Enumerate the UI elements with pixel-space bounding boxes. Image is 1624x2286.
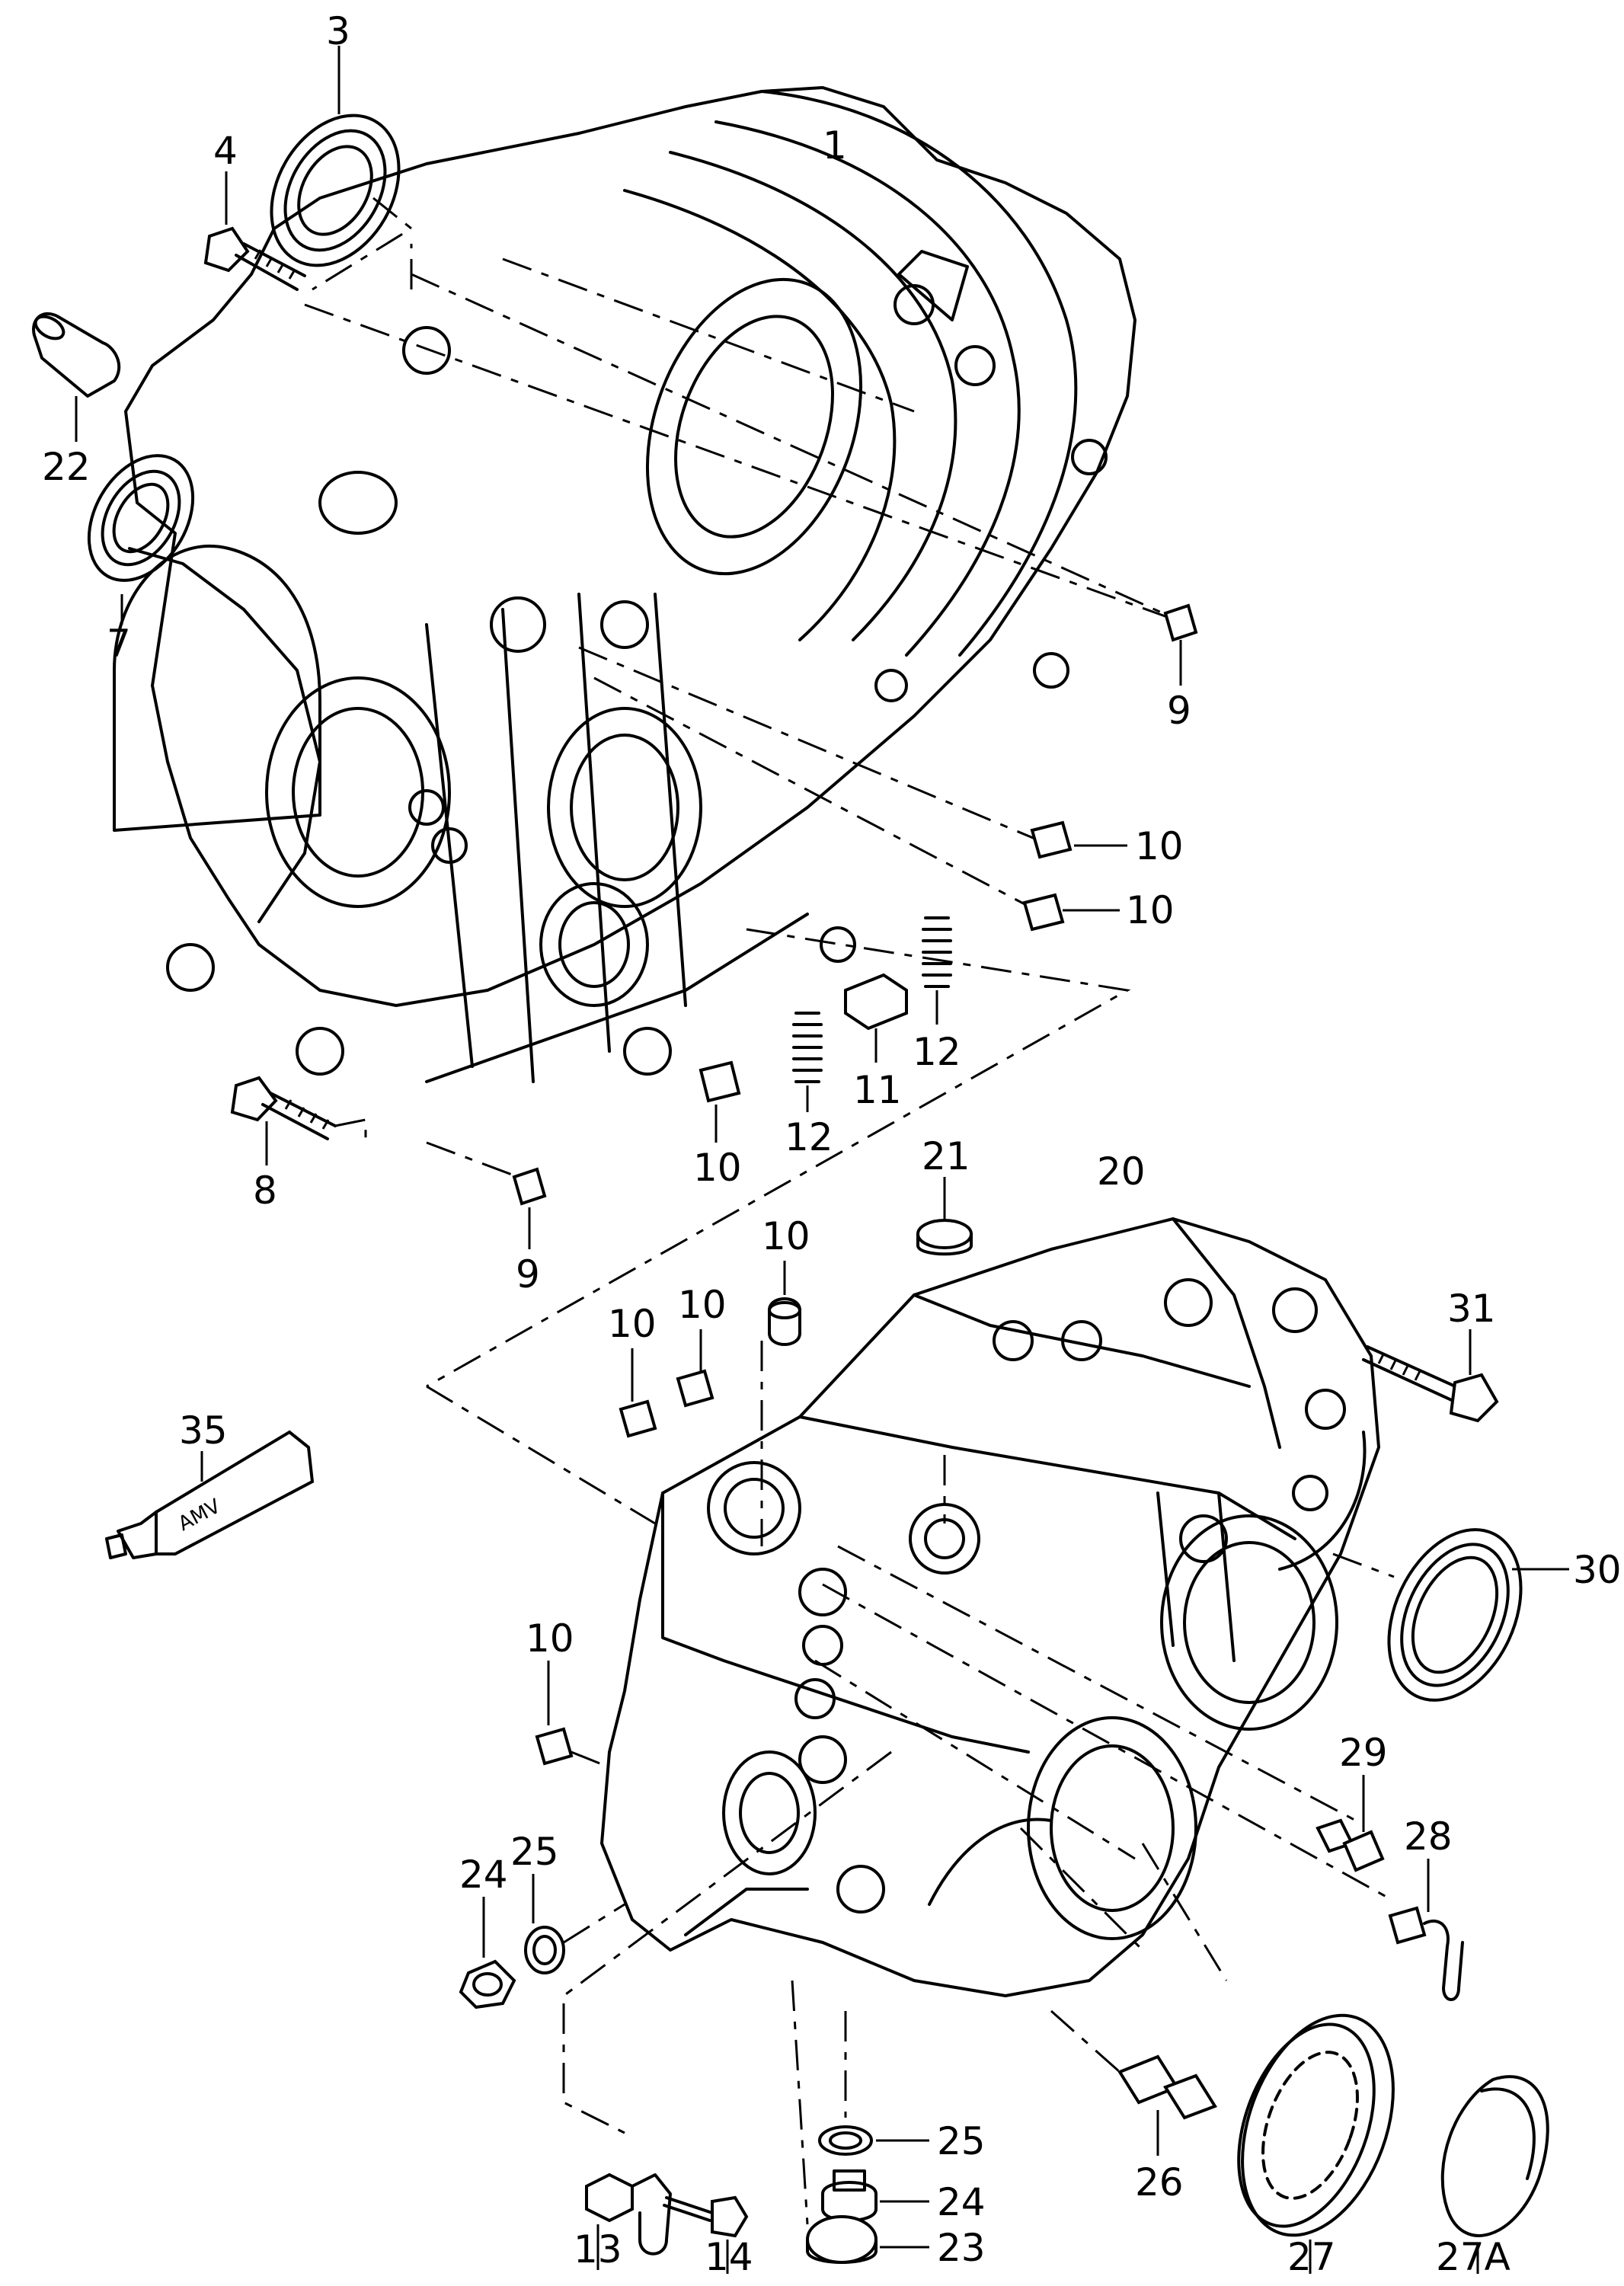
callout-labels: 1 3 4 22 7 9 10 10 12 11 12 8 10 9 21 20… (42, 9, 1622, 2279)
sender-part-29 (1316, 1775, 1385, 1872)
sleeve-part-10-lower-b (676, 1329, 714, 1408)
sleeve-part-10-lower-d (535, 1661, 610, 1769)
dowel-part-22 (32, 312, 121, 442)
sender-part-28 (1388, 1859, 1464, 2001)
spring-part-12-left (792, 1012, 823, 1112)
callout-3: 3 (326, 9, 350, 53)
callout-10-lower-d: 10 (526, 1616, 574, 1661)
sleeve-part-10-mid (699, 1060, 741, 1143)
shaft-seal-part-3 (270, 46, 414, 291)
clutch-housing-part-1 (113, 86, 1136, 1083)
sensor-part-13 (585, 2172, 672, 2270)
callout-10-lower-c: 10 (608, 1302, 657, 1346)
callout-25-lower: 25 (937, 2119, 986, 2163)
callout-30: 30 (1573, 1548, 1622, 1592)
callout-10-upper-b: 10 (1126, 888, 1175, 932)
callout-9-lower: 9 (516, 1252, 540, 1296)
callout-10-lower-a: 10 (762, 1214, 810, 1258)
bolt-part-4 (203, 171, 306, 291)
gearbox-housing-part-20 (600, 1217, 1380, 1997)
sleeve-part-10-upper-b (1022, 893, 1120, 932)
callout-12-right: 12 (913, 1030, 961, 1074)
callout-9-upper: 9 (1167, 689, 1191, 733)
callout-24-lower: 24 (937, 2180, 986, 2224)
sealant-tube-part-35: AMV (105, 1430, 315, 1559)
cover-part-27 (1237, 2013, 1395, 2274)
washer-part-25-lower (818, 2011, 929, 2156)
drain-plug-part-24-lower (821, 2169, 929, 2222)
callout-27: 27 (1287, 2235, 1336, 2279)
sleeve-part-21 (916, 1177, 973, 1256)
block-part-11 (844, 973, 908, 1063)
washer-part-25-upper (524, 1874, 625, 1974)
sleeve-part-9-upper (1163, 603, 1198, 686)
callout-11: 11 (853, 1068, 902, 1112)
shaft-seal-part-30 (1387, 1528, 1569, 1702)
cap-part-23 (791, 1980, 929, 2264)
sleeve-part-10-lower-a (768, 1261, 801, 1346)
callout-1: 1 (823, 123, 847, 168)
callout-31: 31 (1447, 1287, 1496, 1331)
bolt-part-8 (230, 1076, 367, 1165)
bolt-part-14 (663, 2195, 749, 2274)
callout-10-mid: 10 (693, 1146, 742, 1190)
drain-plug-part-24-upper (459, 1897, 516, 2009)
callout-7: 7 (107, 622, 131, 666)
upper-assembly-frame (304, 244, 1189, 1388)
sleeve-part-10-lower-c (619, 1348, 657, 1438)
callout-25-upper: 25 (510, 1830, 559, 1874)
callout-13: 13 (574, 2227, 622, 2272)
spring-part-12-right (922, 916, 952, 1025)
callout-10-upper-a: 10 (1135, 824, 1184, 868)
callout-35: 35 (179, 1408, 228, 1453)
callout-21: 21 (922, 1134, 970, 1178)
callout-20: 20 (1097, 1149, 1146, 1194)
circlip-part-27A (1440, 2075, 1549, 2274)
sleeve-part-9-lower (426, 1141, 547, 1249)
callout-8: 8 (253, 1169, 277, 1213)
bolt-part-31 (1362, 1329, 1499, 1423)
callout-24-upper: 24 (459, 1853, 508, 1897)
callout-23: 23 (937, 2226, 986, 2270)
lower-assembly-frame (426, 1341, 1395, 2134)
switch-part-26 (1050, 2009, 1217, 2156)
callout-4: 4 (213, 129, 238, 173)
callout-12-left: 12 (785, 1115, 833, 1159)
callout-28: 28 (1404, 1814, 1453, 1859)
callout-10-lower-b: 10 (678, 1283, 727, 1327)
sleeve-part-10-upper-a (1030, 820, 1127, 859)
callout-14: 14 (705, 2235, 753, 2279)
callout-26: 26 (1135, 2160, 1184, 2204)
callout-22: 22 (42, 445, 91, 489)
callout-27A: 27A (1436, 2235, 1511, 2279)
callout-29: 29 (1339, 1731, 1388, 1775)
shaft-seal-part-7 (87, 454, 195, 625)
